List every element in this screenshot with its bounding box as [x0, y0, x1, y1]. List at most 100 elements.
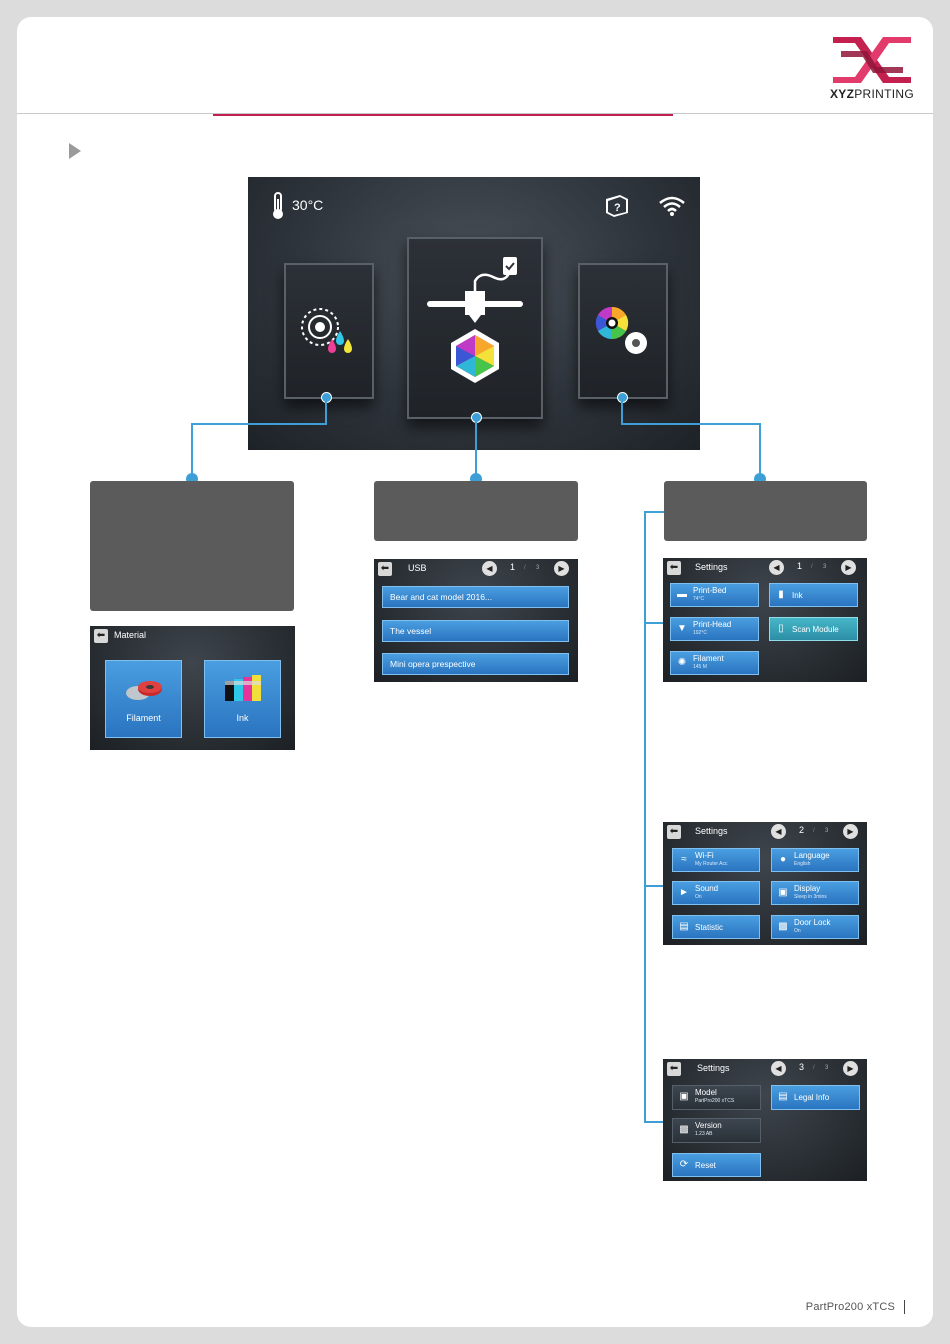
wifi-icon[interactable] — [658, 195, 686, 217]
thermometer-icon — [273, 192, 283, 219]
button-label: Wi-Fi — [695, 851, 714, 860]
prev-page-icon[interactable]: ◀ — [769, 560, 784, 575]
print-head-icon: ▼ — [677, 623, 687, 634]
page-separator: / — [811, 564, 813, 570]
usb-file-item[interactable]: Bear and cat model 2016... — [382, 586, 569, 608]
print-tile[interactable] — [407, 237, 543, 419]
material-caption-box — [90, 481, 294, 611]
next-page-icon[interactable]: ▶ — [843, 824, 858, 839]
button-sublabel: 1.23 AB — [695, 1131, 713, 1137]
filament-settings-button[interactable]: ✺ Filament 145 M — [670, 651, 759, 675]
version-info: ▩ Version 1.23 AB — [672, 1118, 761, 1143]
page-separator: / — [813, 828, 815, 834]
connector-line — [621, 423, 761, 425]
print-head-button[interactable]: ▼ Print-Head 192°C — [670, 617, 759, 641]
main-menu-screen: 30°C ? — [248, 177, 700, 450]
back-arrow-icon[interactable]: ⬅ — [667, 825, 681, 839]
scan-module-button[interactable]: ▯ Scan Module — [769, 617, 858, 641]
settings-branch-line — [644, 511, 664, 513]
ink-settings-button[interactable]: ▮ Ink — [769, 583, 858, 607]
chip-icon: ▩ — [679, 1124, 689, 1135]
filament-label: Filament — [126, 713, 161, 723]
settings-branch-line — [644, 622, 664, 624]
globe-icon: ● — [779, 854, 787, 865]
help-book-icon[interactable]: ? — [602, 193, 632, 219]
material-tile[interactable] — [284, 263, 374, 399]
back-arrow-icon[interactable]: ⬅ — [667, 561, 681, 575]
button-label: Version — [695, 1121, 722, 1130]
settings-title: Settings — [697, 1063, 730, 1073]
button-label: Print-Bed — [693, 586, 727, 595]
settings-screen-page-1: ⬅ Settings ◀ 1 / 3 ▶ ▬ Print-Bed 74°C ▮ … — [663, 558, 867, 682]
page-separator: / — [524, 565, 526, 571]
button-label: Print-Head — [693, 620, 732, 629]
connector-line — [191, 423, 193, 477]
settings-title-bar: ⬅ Settings ◀ 2 / 3 ▶ — [663, 822, 867, 842]
next-page-icon[interactable]: ▶ — [841, 560, 856, 575]
statistic-button[interactable]: ▤ Statistic — [672, 915, 760, 939]
section-bullet-icon — [69, 143, 81, 159]
button-label: Statistic — [695, 923, 724, 932]
print-icon — [427, 257, 523, 383]
button-label: Ink — [792, 591, 803, 600]
sound-button[interactable]: ► Sound On — [672, 881, 760, 905]
page-total: 3 — [823, 564, 827, 570]
printer-icon: ▣ — [679, 1091, 689, 1102]
back-arrow-icon[interactable]: ⬅ — [378, 562, 392, 576]
next-page-icon[interactable]: ▶ — [843, 1061, 858, 1076]
ink-icon: ▮ — [778, 589, 784, 600]
language-button[interactable]: ● Language English — [771, 848, 859, 872]
xyz-printing-logo: XYZPRINTING — [827, 33, 917, 103]
page-separator: / — [813, 1065, 815, 1071]
model-info: ▣ Model PartPro200 xTCS — [672, 1085, 761, 1110]
legal-info-button[interactable]: ▤ Legal Info — [771, 1085, 860, 1110]
prev-page-icon[interactable]: ◀ — [771, 824, 786, 839]
settings-title: Settings — [695, 562, 728, 572]
button-label: Door Lock — [794, 918, 831, 927]
button-sublabel: 145 M — [693, 664, 707, 670]
settings-title: Settings — [695, 826, 728, 836]
print-bed-icon: ▬ — [677, 589, 687, 600]
reset-icon: ⟳ — [679, 1159, 689, 1170]
next-page-icon[interactable]: ▶ — [554, 561, 569, 576]
ink-button[interactable]: Ink — [204, 660, 281, 738]
settings-branch-line — [644, 1121, 664, 1123]
settings-caption-box — [664, 481, 867, 541]
settings-icon — [595, 306, 647, 354]
logo-text: XYZPRINTING — [830, 87, 914, 101]
usb-file-item[interactable]: The vessel — [382, 620, 569, 642]
display-button[interactable]: ▣ Display Sleep in 3mins — [771, 881, 859, 905]
settings-title-bar: ⬅ Settings ◀ 1 / 3 ▶ — [663, 558, 867, 578]
reset-button[interactable]: ⟳ Reset — [672, 1153, 761, 1177]
settings-tile[interactable] — [578, 263, 668, 399]
wifi-icon: ≈ — [681, 854, 687, 865]
bar-chart-icon: ▤ — [679, 921, 689, 932]
print-bed-button[interactable]: ▬ Print-Bed 74°C — [670, 583, 759, 607]
button-label: Display — [794, 884, 821, 893]
button-label: Scan Module — [792, 625, 839, 634]
material-icon — [301, 308, 352, 353]
prev-page-icon[interactable]: ◀ — [771, 1061, 786, 1076]
usb-file-item[interactable]: Mini opera prespective — [382, 653, 569, 675]
filament-button[interactable]: Filament — [105, 660, 182, 738]
filament-spool-icon — [126, 681, 162, 700]
settings-branch-line — [644, 511, 646, 1123]
usb-screen: ⬅ USB ◀ 1 / 3 ▶ Bear and cat model 2016.… — [374, 559, 578, 682]
prev-page-icon[interactable]: ◀ — [482, 561, 497, 576]
ink-cartridges-icon — [225, 675, 261, 701]
back-arrow-icon[interactable]: ⬅ — [94, 629, 108, 643]
footer-divider — [904, 1300, 905, 1314]
connector-line — [621, 401, 623, 425]
wifi-button[interactable]: ≈ Wi-Fi My Router Acc — [672, 848, 760, 872]
usb-title-bar: ⬅ USB ◀ 1 / 3 ▶ — [374, 559, 578, 579]
settings-branch-line — [644, 885, 664, 887]
page-total: 3 — [825, 1065, 829, 1071]
temperature-readout: 30°C — [292, 197, 324, 213]
filament-icon: ✺ — [677, 657, 687, 668]
settings-title-bar: ⬅ Settings ◀ 3 / 3 ▶ — [663, 1059, 867, 1079]
header-divider — [17, 113, 933, 114]
back-arrow-icon[interactable]: ⬅ — [667, 1062, 681, 1076]
button-sublabel: On — [695, 894, 702, 900]
footer-product-name: PartPro200 xTCS — [805, 1301, 895, 1313]
door-lock-button[interactable]: ▩ Door Lock On — [771, 915, 859, 939]
